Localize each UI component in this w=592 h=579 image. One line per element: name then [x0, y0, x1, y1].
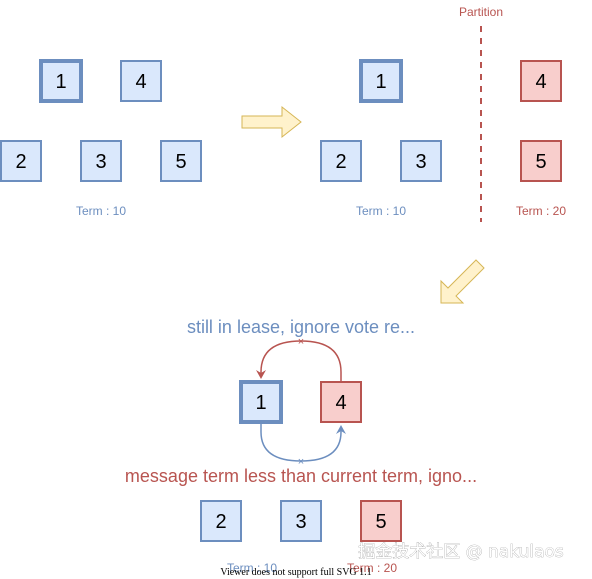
- caption-ignore-vote: still in lease, ignore vote re...: [187, 317, 415, 337]
- term-label: Term : 10: [76, 204, 126, 218]
- node-label: 5: [175, 151, 186, 173]
- heartbeat-edge: [260, 423, 346, 462]
- node-label: 3: [95, 151, 106, 173]
- node-1-leader: 1: [39, 59, 83, 103]
- node-label: 3: [415, 151, 426, 173]
- node-5: 5: [160, 140, 202, 182]
- node-4: 4: [120, 60, 162, 102]
- term-label-left: Term : 10: [227, 561, 277, 575]
- node-label: 1: [255, 392, 266, 414]
- node-1-leader: 1: [359, 59, 403, 103]
- term-label-right: Term : 20: [516, 204, 566, 218]
- reject-cross-icon: ×: [298, 456, 304, 468]
- transition-arrow-down-left: [440, 259, 485, 304]
- watermark: 掘金技术社区 @ nakulaos: [358, 542, 564, 562]
- node-label: 1: [55, 71, 66, 93]
- node-1-leader: 1: [239, 380, 283, 424]
- svg-support-note: Viewer does not support full SVG 1.1: [220, 567, 371, 578]
- panel-vote-rejected: still in lease, ignore vote re... × × 1 …: [125, 317, 477, 575]
- node-label: 2: [335, 151, 346, 173]
- node-5-partitioned: 5: [520, 140, 562, 182]
- node-2: 2: [200, 500, 242, 542]
- panel-partitioned: Partition 1 2 3 4 5 Term : 10 Term : 20: [320, 5, 566, 222]
- node-label: 4: [335, 392, 346, 414]
- node-2: 2: [320, 140, 362, 182]
- term-label-left: Term : 10: [356, 204, 406, 218]
- node-3: 3: [280, 500, 322, 542]
- term-label-right: Term : 20: [347, 561, 397, 575]
- node-label: 1: [375, 71, 386, 93]
- node-label: 2: [215, 511, 226, 533]
- node-label: 2: [15, 151, 26, 173]
- partition-label: Partition: [459, 5, 503, 19]
- node-3: 3: [400, 140, 442, 182]
- node-4-candidate: 4: [320, 381, 362, 423]
- node-label: 3: [295, 511, 306, 533]
- caption-term-less: message term less than current term, ign…: [125, 466, 477, 486]
- transition-arrow-right: [241, 105, 302, 139]
- node-2: 2: [0, 140, 42, 182]
- vote-request-edge: [256, 340, 342, 381]
- node-label: 5: [375, 511, 386, 533]
- node-4-partitioned: 4: [520, 60, 562, 102]
- node-label: 5: [535, 151, 546, 173]
- node-3: 3: [80, 140, 122, 182]
- panel-before-partition: 1 4 2 3 5 Term : 10: [0, 59, 202, 218]
- node-label: 4: [535, 71, 546, 93]
- node-label: 4: [135, 71, 146, 93]
- reject-cross-icon: ×: [298, 336, 304, 348]
- node-5-partitioned: 5: [360, 500, 402, 542]
